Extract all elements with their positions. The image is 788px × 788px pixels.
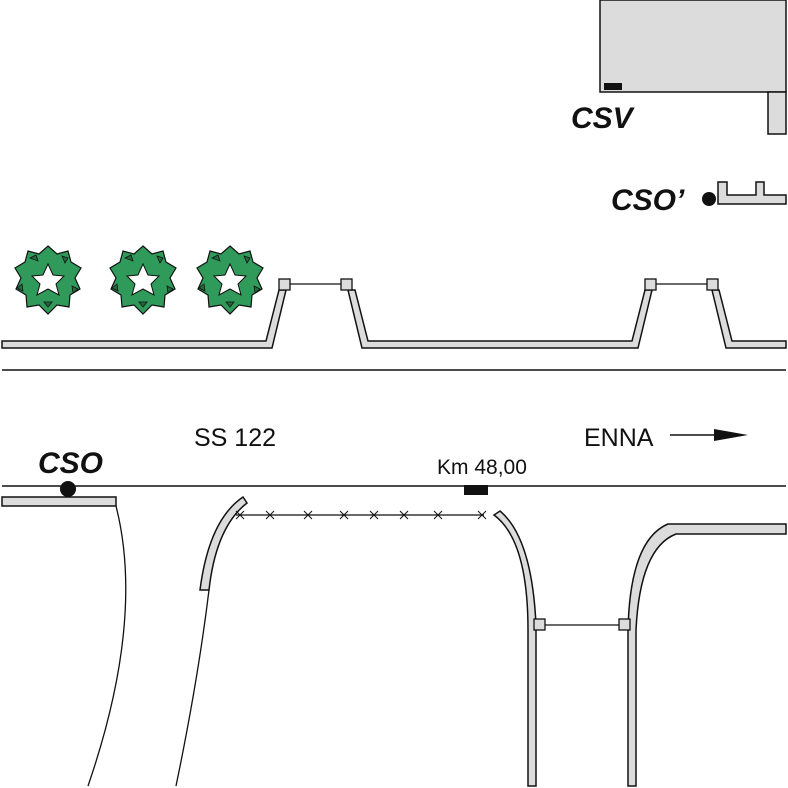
label-cso-prime: CSO’ bbox=[611, 184, 685, 217]
fence-line bbox=[235, 510, 487, 520]
lower-right-wall bbox=[492, 510, 787, 787]
gate-post bbox=[618, 618, 631, 631]
building-csv bbox=[599, 0, 787, 135]
direction-arrow-icon bbox=[670, 429, 748, 441]
label-cso: CSO bbox=[38, 447, 103, 480]
access-road-edge bbox=[3, 640, 30, 786]
label-road: SS 122 bbox=[194, 424, 276, 452]
curved-wall-segment bbox=[175, 495, 249, 787]
gate-post bbox=[533, 618, 546, 631]
label-csv: CSV bbox=[571, 102, 636, 135]
km-marker-icon bbox=[464, 485, 488, 495]
tree-canopy-icon bbox=[196, 245, 264, 315]
wall-cso-prime bbox=[717, 181, 787, 205]
label-km: Km 48,00 bbox=[437, 456, 527, 479]
label-direction: ENNA bbox=[584, 424, 654, 452]
upper-boundary-wall bbox=[1, 278, 787, 349]
gate-post bbox=[706, 278, 719, 291]
gate-post bbox=[278, 278, 291, 291]
sensor-dot-icon bbox=[60, 481, 76, 497]
gate-post bbox=[644, 278, 657, 291]
lower-left-wall bbox=[1, 496, 127, 787]
gate-post bbox=[340, 278, 353, 291]
tree-canopy-icon bbox=[14, 245, 82, 315]
sensor-dot-icon bbox=[702, 192, 716, 206]
tree-canopy-icon bbox=[109, 245, 177, 315]
